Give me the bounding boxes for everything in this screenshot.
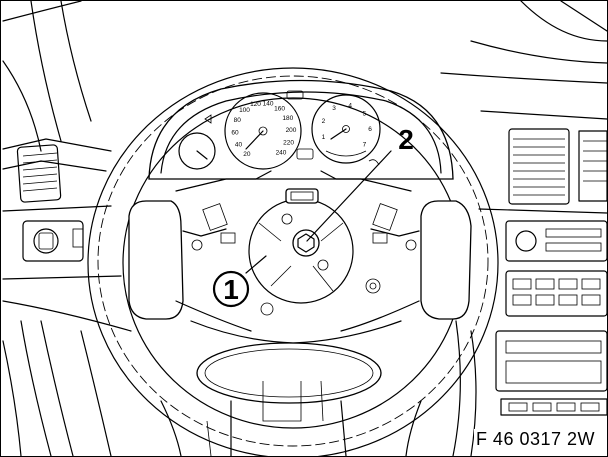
gauge-tick-label: 6 <box>368 126 372 133</box>
lower-wheel-pad <box>160 342 422 456</box>
gauge-tick-label: 240 <box>276 149 287 156</box>
gauge-tick-label: 220 <box>283 139 294 146</box>
left-dashboard <box>2 138 132 456</box>
gauge-tick-label: 140 <box>263 101 274 108</box>
figure-code: F 46 0317 2W <box>473 429 597 450</box>
gauge-tick-label: 200 <box>286 127 297 134</box>
callout-2-label: 2 <box>398 124 414 155</box>
gauge-tick-label: 5 <box>363 111 367 118</box>
gauge-tick-label: 100 <box>239 107 250 114</box>
gauge-tick-label: 3 <box>332 105 336 112</box>
gauge-tick-label: 60 <box>231 130 239 137</box>
callout-2: 2 <box>398 124 414 155</box>
gauge-tick-label: 80 <box>234 117 242 124</box>
gauge-tick-label: 7 <box>363 141 367 148</box>
gauge-tick-label: 1 <box>322 134 326 141</box>
leader-lines <box>245 150 392 274</box>
right-dashboard <box>452 110 607 456</box>
wheel-spokes <box>128 170 472 344</box>
callout-1-label: 1 <box>223 274 239 305</box>
gauge-tick-label: 120 <box>250 101 261 108</box>
background-frame <box>2 1 607 152</box>
gauge-tick-label: 20 <box>243 151 251 158</box>
gauge-tick-label: 2 <box>322 118 326 125</box>
gauge-tick-label: 4 <box>348 102 352 109</box>
callout-1: 1 <box>212 270 250 308</box>
gauge-tick-label: 180 <box>282 115 293 122</box>
gauge-tick-label: 160 <box>274 106 285 113</box>
gauge-tick-label: 40 <box>235 142 243 149</box>
